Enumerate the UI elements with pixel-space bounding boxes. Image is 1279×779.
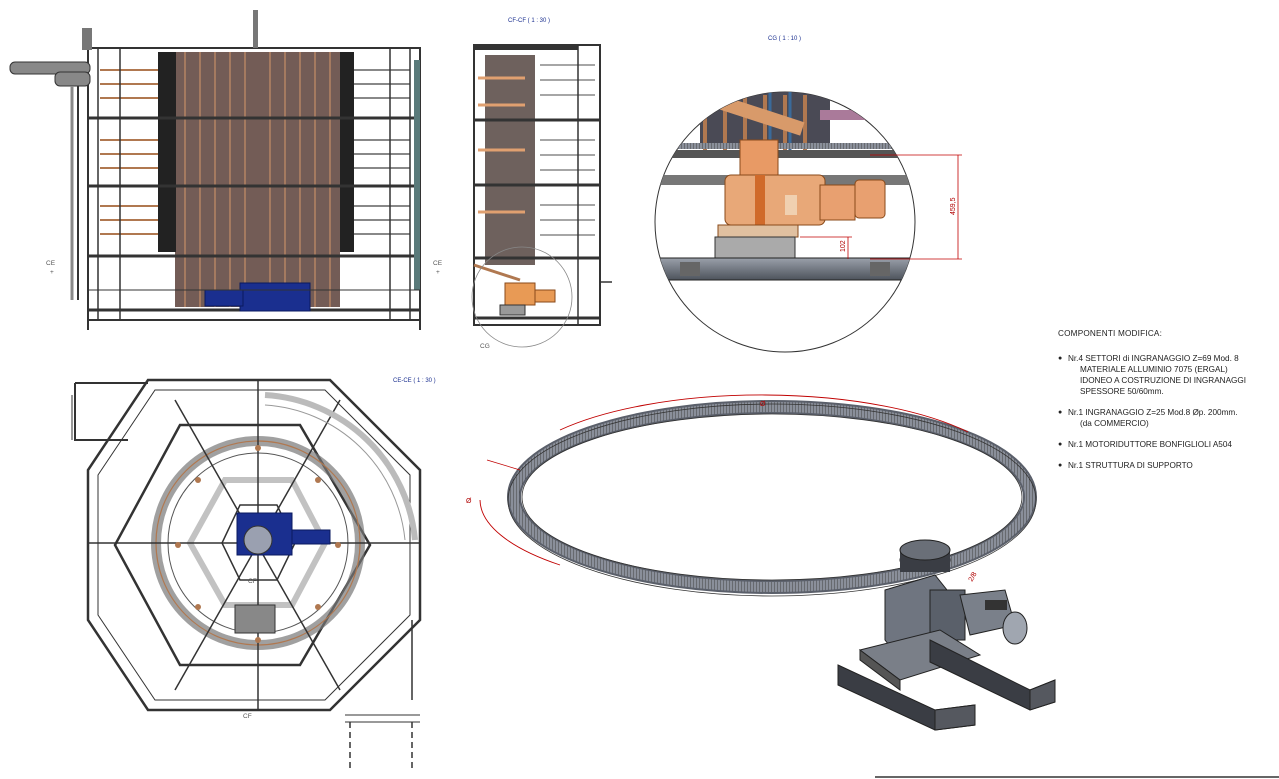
view-label-cg: CG ( 1 : 10 ) — [768, 36, 801, 42]
section-mark-ce-right: CE — [433, 260, 443, 267]
section-ce-view — [71, 378, 422, 770]
section-mark-ce-left: CE — [46, 260, 56, 267]
section-mark-cf-2: CF — [243, 713, 252, 720]
section-mark-cf-1: CF — [248, 578, 257, 585]
notes-item-1: ● Nr.4 SETTORI di INGRANAGGIO Z=69 Mod. … — [1058, 354, 1247, 396]
dimension-small: 102 — [840, 240, 847, 252]
svg-text:+: + — [50, 269, 54, 276]
bullet-icon: ● — [1058, 441, 1063, 448]
svg-text:+: + — [436, 269, 440, 276]
notes-item-3: ● Nr.1 MOTORIDUTTORE BONFIGLIOLI A504 — [1058, 440, 1232, 449]
detail-cg-view: 459,5 102 — [654, 91, 962, 353]
dimension-height: 459,5 — [950, 197, 957, 215]
ring-dimension-top: Ø — [760, 401, 766, 408]
bullet-icon: ● — [1058, 409, 1063, 416]
ring-dimension-left: Ø — [466, 498, 472, 505]
front-elevation-view — [9, 10, 421, 330]
notes-item-4: ● Nr.1 STRUTTURA DI SUPPORTO — [1058, 461, 1193, 470]
section-mark-cg: CG — [480, 343, 490, 350]
bullet-icon: ● — [1058, 355, 1063, 362]
notes-heading: COMPONENTI MODIFICA: — [1058, 329, 1163, 338]
section-cf-view — [471, 44, 612, 348]
notes-panel: COMPONENTI MODIFICA: ● Nr.4 SETTORI di I… — [1058, 328, 1273, 481]
view-label-cf: CF-CF ( 1 : 30 ) — [508, 18, 550, 24]
bullet-icon: ● — [1058, 462, 1063, 469]
ring-dimension-right: 2/8 — [968, 571, 979, 583]
notes-item-2: ● Nr.1 INGRANAGGIO Z=25 Mod.8 Øp. 200mm.… — [1058, 408, 1238, 428]
ring-gear-isometric-view: Ø Ø 2/8 — [466, 394, 1056, 731]
view-label-ce: CE-CE ( 1 : 30 ) — [393, 378, 436, 384]
